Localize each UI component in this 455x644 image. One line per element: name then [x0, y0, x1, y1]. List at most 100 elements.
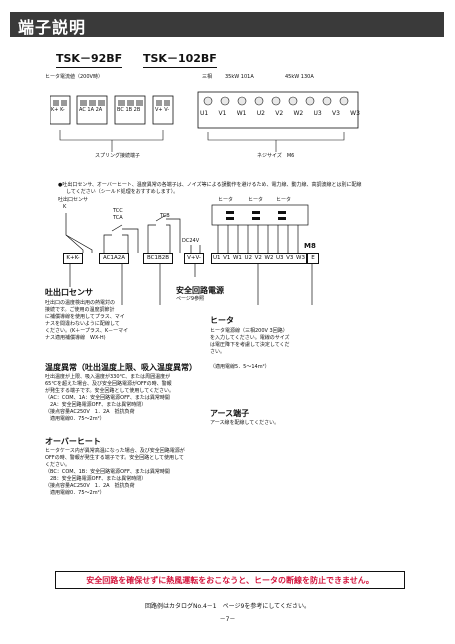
section-overheat-body: ヒータケース内が異常高温になった場合、及び安全回路電源が OFFの時、警報が発生…	[45, 448, 220, 497]
spring-label-1b: 1B	[125, 107, 133, 113]
overheat-line: （接点容量AC250V 1．2A 抵抗負荷	[45, 483, 135, 489]
screw-label-w2: W2	[293, 110, 304, 117]
sensor-body-line: に補償導線を使用してプラス、マイ	[45, 314, 125, 320]
term-e: E	[307, 253, 319, 264]
section-earth-body: アース線を配線してください。	[210, 420, 280, 426]
term-u3: U3	[276, 255, 284, 261]
spring-block-3-labels: BC 1B 2B	[117, 107, 147, 114]
term-bc: BC	[146, 255, 155, 261]
overheat-line: （BC：COM、1B：安全回路電源OFF、または異常時開	[45, 469, 170, 475]
term-a: AC1A2A	[99, 253, 129, 264]
sensor-body-line: ナス適用補償導線 WX-H)	[45, 335, 106, 341]
term-b: BC1B2B	[143, 253, 173, 264]
term-v1: V1	[223, 255, 231, 261]
wiring-diagram	[65, 204, 313, 305]
term-k-minus: K-	[74, 255, 80, 261]
screw-label-u3: U3	[313, 110, 322, 117]
term-u1: U1	[213, 255, 221, 261]
term-w1: W1	[232, 255, 242, 261]
spring-terminal-caption: スプリング接続端子	[95, 153, 141, 159]
spring-label-1a: 1A	[87, 107, 95, 113]
terminal-block-drawing	[50, 91, 359, 152]
sensor-body-line: ください。(K＋ープラス、K－ーマイ	[45, 328, 129, 334]
overheat-line: 適用電線0．75～2m²）	[45, 490, 105, 496]
term-w3: W3	[296, 255, 305, 261]
screw-label-w1: W1	[236, 110, 247, 117]
screw-label-v2: V2	[275, 110, 284, 117]
section-temp-error-title: 温度異常（吐出温度上限、吸入温度異常）	[45, 363, 197, 372]
temp-error-line: 65℃を超えた場合、及び安全回路電源がOFFの時、警報	[45, 381, 172, 387]
heater-body-line: ヒータ電源線（三相200V 3回路）	[210, 328, 288, 334]
term-k: K+K-	[63, 253, 83, 264]
section-safety-power-sub: ページ9参照	[176, 296, 205, 302]
spring-block-2-labels: AC 1A 2A	[79, 107, 109, 114]
diagram-k-label: K	[63, 204, 67, 210]
page-number: －7－	[219, 616, 236, 623]
spring-label-2a: 2A	[95, 107, 103, 113]
diagram-heater-2: ヒータ	[248, 197, 264, 203]
wiring-note: ●吐出口センサ、オーバーヒート、温度異常の各端子は、ノイズ等による誤動作を避ける…	[58, 182, 448, 196]
rating-caption-a: 35kW 101A	[225, 74, 254, 80]
term-1b: 1B	[154, 255, 162, 261]
term-2a: 2A	[117, 255, 126, 261]
section-safety-power-title: 安全回路電源	[176, 286, 224, 295]
wiring-note-line-2: してください（シールド処理をおすすめします）。	[66, 189, 179, 195]
wiring-note-line-1: ●吐出口センサ、オーバーヒート、温度異常の各端子は、ノイズ等による誤動作を避ける…	[58, 182, 362, 188]
temp-error-line: 2A：安全回路電源OFF、または異常時閉）	[45, 402, 147, 408]
section-sensor-body: 吐出口の温度検出用の熱電対の 接続です。ご使用の温度調節計 に補償導線を使用して…	[45, 300, 165, 342]
section-overheat-title: オーバーヒート	[45, 437, 101, 446]
term-v-minus: V-	[195, 255, 201, 261]
safety-warning-text: 安全回路を確保せずに熱風運転をおこなうと、ヒータの断線を防止できません。	[86, 576, 374, 585]
diagram-heater-3: ヒータ	[276, 197, 292, 203]
section-heater-title: ヒータ	[210, 316, 234, 325]
spring-label-k-minus: K-	[60, 107, 65, 113]
term-2b: 2B	[161, 255, 170, 261]
model-right: TSK－102BF	[143, 50, 217, 68]
spring-label-2b: 2B	[133, 107, 141, 113]
spring-label-k-plus: K+	[51, 107, 59, 113]
heater-wire-spec: （適用電線5．5～14m²）	[210, 364, 270, 370]
section-sensor-title: 吐出口センサ	[45, 288, 93, 297]
temp-error-line: が発生する端子です。安全回路として使用してください。	[45, 388, 175, 394]
spring-block-1-labels: K+ K-	[51, 107, 71, 114]
temp-error-line: 吐出温度が上限、吸入温度が330℃、または周囲温度が	[45, 374, 171, 380]
diagram-dc24v: DC24V	[182, 238, 200, 244]
screw-labels: U1 V1 W1 U2 V2 W2 U3 V3 W3	[200, 110, 360, 118]
safety-warning-box: 安全回路を確保せずに熱風運転をおこなうと、ヒータの断線を防止できません。	[55, 571, 405, 589]
overheat-line: OFFの時、警報が発生する端子です。安全回路として使用して	[45, 455, 184, 461]
footer-reference: 回路例はカタログNo.4－1 ページ9を参考にしてください。	[145, 603, 310, 610]
spring-block-4-labels: V+ V-	[155, 107, 175, 114]
model-left: TSK－92BF	[56, 50, 123, 68]
rating-caption-b: 45kW 130A	[285, 74, 314, 80]
diagram-heater-1: ヒータ	[218, 197, 234, 203]
section-temp-error-body: 吐出温度が上限、吸入温度が330℃、または周囲温度が 65℃を超えた場合、及び安…	[45, 374, 215, 423]
screw-label-v3: V3	[331, 110, 340, 117]
temp-error-line: 適用電線0．75～2m²）	[45, 416, 105, 422]
term-u2: U2	[244, 255, 253, 261]
term-ac: AC	[102, 255, 111, 261]
term-1a: 1A	[110, 255, 118, 261]
spring-label-ac: AC	[79, 107, 86, 113]
diagram-tcc: TCC	[113, 208, 123, 214]
sensor-body-line: 接続です。ご使用の温度調節計	[45, 307, 115, 313]
overheat-line: 2B：安全回路電源OFF、または異常時閉）	[45, 476, 147, 482]
sensor-body-line: ナスを間違わないように配線して	[45, 321, 120, 327]
diagram-m8: M8	[304, 242, 316, 250]
phase-caption: 三相	[202, 74, 213, 80]
term-v2: V2	[254, 255, 262, 261]
term-k-plus: K+	[66, 255, 75, 261]
term-v3: V3	[286, 255, 294, 261]
screw-label-w3: W3	[350, 110, 360, 117]
section-heater-body: ヒータ電源線（三相200V 3回路） を入力してください。電線のサイズ は電圧降…	[210, 328, 330, 371]
diagram-sensor-label: 吐出口センサ	[58, 197, 89, 203]
spring-label-v-plus: V+	[155, 107, 163, 113]
screw-label-u2: U2	[256, 110, 265, 117]
spring-label-bc: BC	[117, 107, 124, 113]
term-w2: W2	[264, 255, 274, 261]
diagram-tca: TCA	[113, 215, 123, 221]
heater-body-line: さい。	[210, 349, 226, 355]
heater-body-line: を入力してください。電線のサイズ	[210, 335, 290, 341]
overheat-line: ヒータケース内が異常高温になった場合、及び安全回路電源が	[45, 448, 185, 454]
temp-error-line: （接点容量AC250V 1．2A 抵抗負荷	[45, 409, 135, 415]
